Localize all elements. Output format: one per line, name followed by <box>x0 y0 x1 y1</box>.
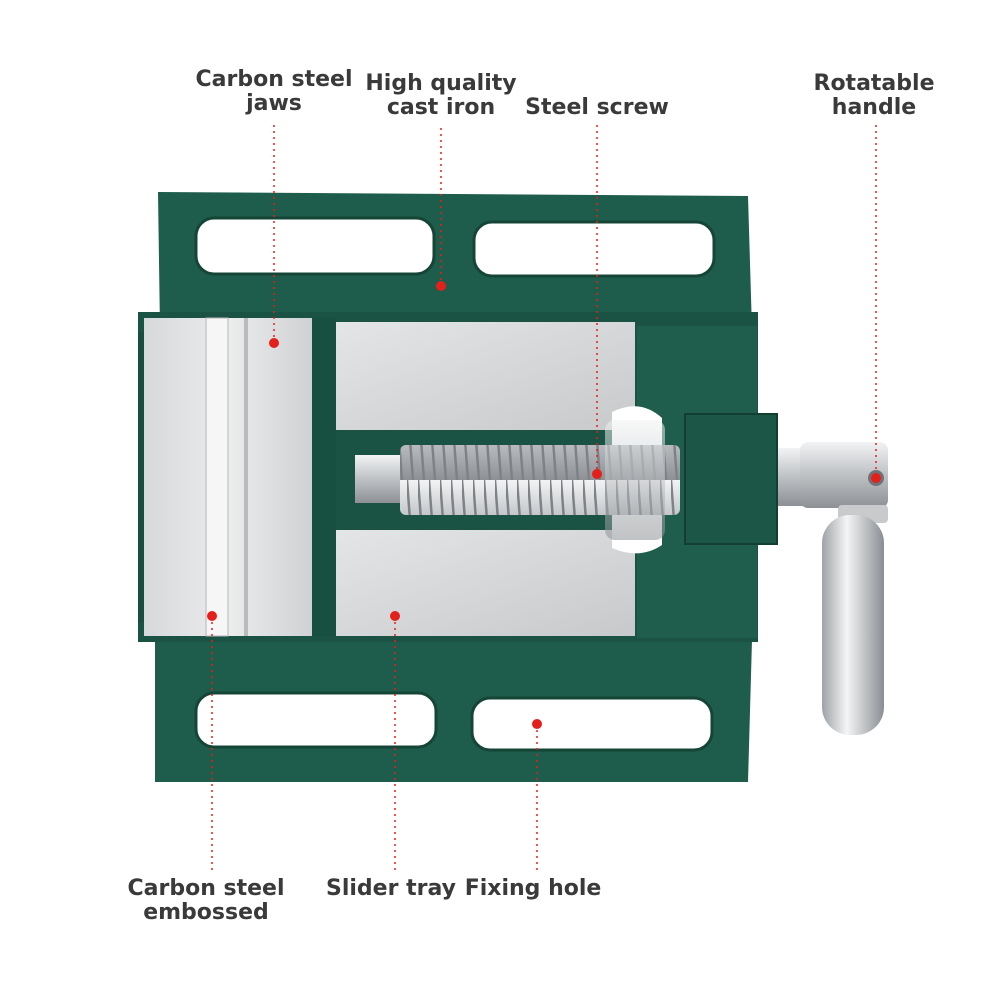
marker-jaws <box>269 338 279 348</box>
label-rotatable-handle: Rotatable handle <box>813 71 935 120</box>
label-slider-tray: Slider tray <box>326 876 456 901</box>
marker-fixing-hole <box>532 719 542 729</box>
label-carbon-steel-jaws: Carbon steel jaws <box>195 67 353 116</box>
carbon-steel-jaws <box>138 317 312 637</box>
leader-lines <box>211 125 877 872</box>
steel-screw <box>355 420 680 540</box>
marker-embossed <box>207 611 217 621</box>
label-fixing-hole: Fixing hole <box>464 876 602 901</box>
fixing-hole <box>470 696 714 752</box>
markers <box>207 281 881 729</box>
marker-steel-screw <box>592 469 602 479</box>
marker-handle <box>871 473 881 483</box>
carbon-steel-embossed <box>205 317 229 637</box>
base-slot-top-left <box>194 216 436 276</box>
base-slot-bottom-left <box>194 691 438 749</box>
label-carbon-steel-embossed: Carbon steel embossed <box>127 876 285 925</box>
label-steel-screw: Steel screw <box>525 95 669 120</box>
base-slot-top-right <box>472 220 716 278</box>
rotatable-handle <box>778 442 888 735</box>
marker-cast-iron <box>436 281 446 291</box>
label-cast-iron: High quality cast iron <box>365 71 517 120</box>
marker-slider-tray <box>390 611 400 621</box>
